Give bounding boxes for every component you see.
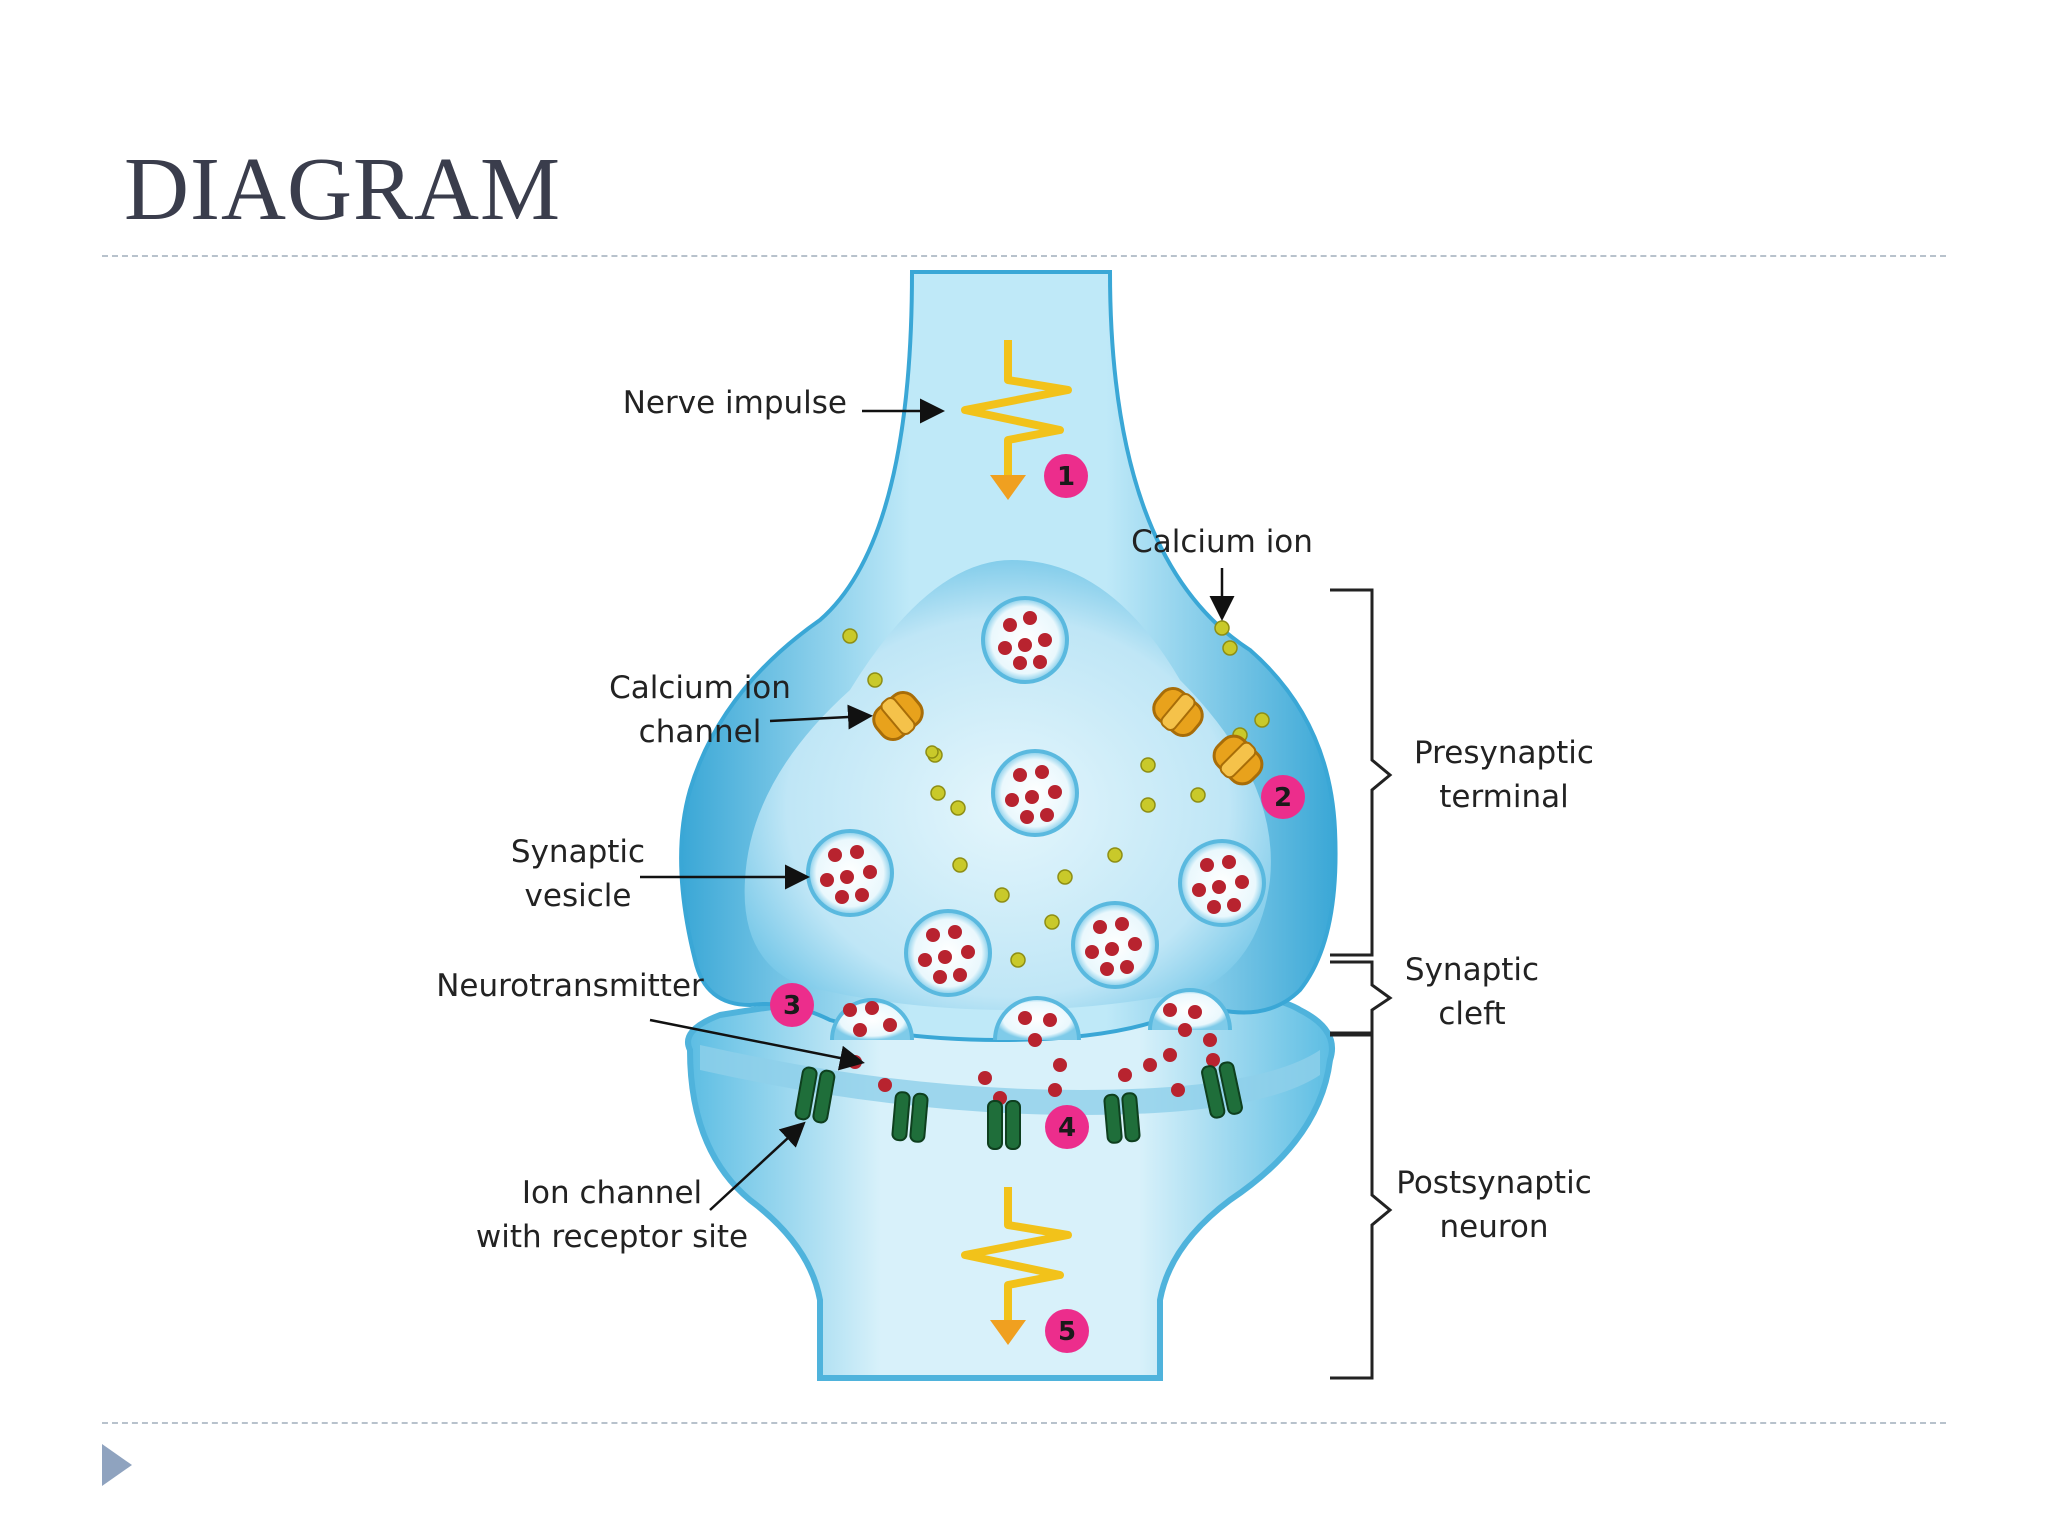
receptor-channel (891, 1091, 929, 1143)
step-badge-3: 3 (770, 983, 814, 1027)
presynaptic-bracket (1330, 588, 1393, 957)
label-presynaptic-line2: terminal (1439, 779, 1569, 815)
step-badge-2: 2 (1261, 775, 1305, 819)
postsynaptic-bracket (1330, 1033, 1393, 1380)
label-calcium-ion: Calcium ion (1131, 524, 1313, 560)
calcium-channel (1212, 734, 1264, 786)
cleft-bracket (1330, 960, 1393, 1035)
label-ion-channel-line2: with receptor site (476, 1219, 748, 1255)
label-postsynaptic-line2: neuron (1439, 1209, 1548, 1245)
play-icon[interactable] (102, 1444, 132, 1486)
label-synaptic-vesicle-line1: Synaptic (511, 834, 645, 870)
svg-text:3: 3 (783, 991, 801, 1021)
receptor-channel (794, 1066, 836, 1124)
svg-text:5: 5 (1058, 1317, 1076, 1347)
receptor-channel (1201, 1061, 1243, 1119)
step-badge-5: 5 (1045, 1309, 1089, 1353)
label-calcium-channel-line2: channel (639, 714, 762, 750)
label-postsynaptic-line1: Postsynaptic (1396, 1165, 1592, 1201)
slide-title: DIAGRAM (124, 140, 562, 239)
impulse-icon-bottom (961, 1187, 1072, 1345)
calcium-channel (1152, 687, 1204, 737)
label-presynaptic-line1: Presynaptic (1414, 735, 1594, 771)
fusing-vesicle (993, 996, 1081, 1041)
calcium-ions (842, 620, 1270, 968)
label-neurotransmitter: Neurotransmitter (436, 968, 704, 1004)
step-badge-1: 1 (1044, 454, 1088, 498)
label-ion-channel-line1: Ion channel (522, 1175, 702, 1211)
receptor-channels (794, 1061, 1243, 1150)
label-calcium-channel-line1: Calcium ion (609, 670, 791, 706)
calcium-channel (872, 691, 924, 741)
label-synaptic-vesicle-line2: vesicle (525, 878, 632, 914)
receptor-channel (987, 1100, 1021, 1150)
svg-text:4: 4 (1058, 1113, 1076, 1143)
impulse-icon-top (961, 340, 1072, 500)
top-divider (102, 255, 1946, 257)
label-cleft-line2: cleft (1438, 996, 1505, 1032)
leader-lines (640, 398, 1235, 1211)
svg-text:2: 2 (1274, 783, 1292, 813)
receptor-channel (1103, 1092, 1141, 1144)
calcium-ion-channels (872, 687, 1264, 786)
postsynaptic-membrane (700, 1045, 1320, 1115)
region-brackets (1330, 588, 1393, 1380)
label-cleft-line1: Synaptic (1405, 952, 1539, 988)
label-nerve-impulse: Nerve impulse (623, 385, 847, 421)
bottom-divider (102, 1422, 1946, 1424)
step-badge-4: 4 (1045, 1105, 1089, 1149)
svg-text:1: 1 (1057, 462, 1075, 492)
